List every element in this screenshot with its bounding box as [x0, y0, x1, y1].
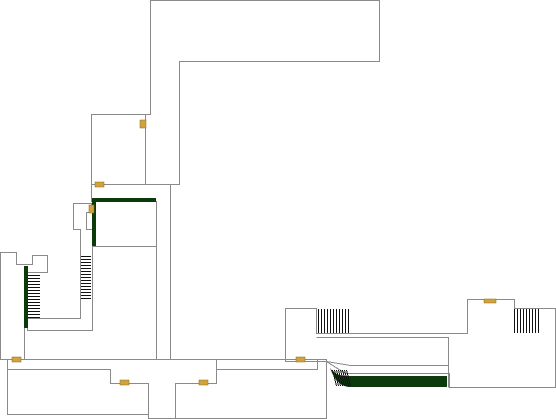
stairs-right-wing-right — [514, 309, 539, 333]
stairs-right-ramp — [332, 369, 351, 387]
door-bottom-hall-right — [198, 379, 209, 386]
ramp-step — [334, 369, 339, 387]
thick-wall-right-curve — [330, 368, 447, 387]
bottom-left-room — [7, 369, 149, 415]
doors-layer — [11, 119, 497, 386]
door-bottom-hall-left — [119, 379, 130, 386]
thick-wall-mid-vertical — [92, 201, 96, 246]
thick-wall-mid-horizontal — [92, 198, 156, 202]
door-upper-left-room — [139, 119, 147, 129]
door-right-wing-entry — [295, 356, 306, 363]
right-wing-ramp-edge — [326, 361, 449, 366]
ramp-step — [346, 369, 351, 387]
door-mid-box — [88, 204, 95, 214]
ramp-step — [332, 369, 337, 387]
ramp-step — [342, 369, 347, 387]
stairs-layer — [28, 256, 539, 387]
ramp-step — [344, 369, 349, 387]
right-wing-inner-wall — [316, 337, 449, 388]
ramp-step — [336, 369, 341, 387]
door-right-wing-top — [483, 298, 497, 304]
stairs-lower-left — [28, 275, 40, 318]
door-corridor-top — [94, 181, 105, 188]
stairs-right-wing-left — [318, 309, 349, 333]
door-left-wing — [11, 356, 22, 363]
stairs-upper-left — [81, 256, 91, 299]
room-top-l-shape — [145, 0, 380, 185]
thick-wall-left-vertical — [24, 266, 28, 328]
ramp-step — [340, 369, 345, 387]
ramp-step — [338, 369, 343, 387]
thick-walls-layer — [24, 198, 447, 387]
